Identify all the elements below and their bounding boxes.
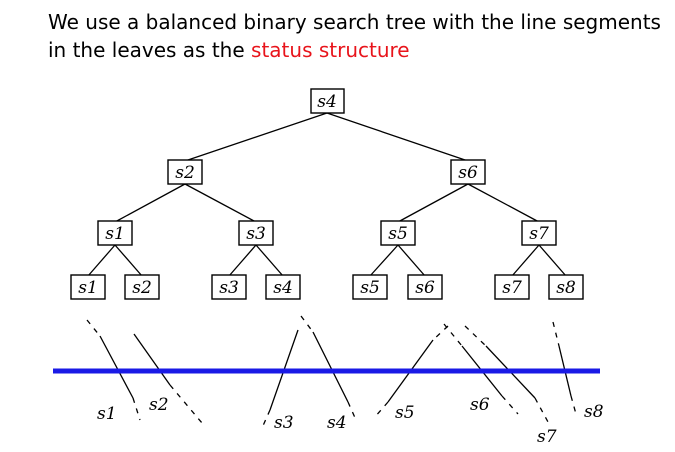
- svg-text:s2: s2: [175, 163, 195, 183]
- svg-text:s6: s6: [458, 163, 478, 183]
- tree-leaf: s3: [211, 274, 247, 300]
- tree-leaf: s2: [124, 274, 160, 300]
- leaf-label: s7: [502, 278, 522, 298]
- segment-s4: [312, 331, 349, 403]
- tree-leaf: s5: [352, 274, 388, 300]
- node-label: s4: [317, 92, 337, 112]
- node-label: s2: [175, 163, 195, 183]
- leaf-label: s8: [556, 278, 576, 298]
- tree-leaf: s8: [548, 274, 584, 300]
- tree-node-level1: s2: [167, 159, 203, 185]
- node-label: s3: [246, 224, 266, 244]
- segment-label-s7: s7: [537, 427, 557, 447]
- tree-node-level1: s6: [450, 159, 486, 185]
- node-label: s5: [388, 224, 408, 244]
- tree-node-level2: s3: [238, 220, 274, 246]
- leaf-label: s2: [132, 278, 152, 298]
- tree-node-level2: s1: [97, 220, 133, 246]
- tree-node-root: s4: [310, 88, 345, 114]
- tree-leaf: s6: [407, 274, 443, 300]
- leaf-label: s3: [219, 278, 239, 298]
- tree-node-level2: s7: [521, 220, 557, 246]
- segment-s2: [133, 333, 171, 386]
- leaf-label: s1: [78, 278, 98, 298]
- svg-text:s7: s7: [502, 278, 522, 298]
- svg-text:s6: s6: [415, 278, 435, 298]
- svg-text:s1: s1: [105, 224, 125, 244]
- svg-text:s4: s4: [317, 92, 337, 112]
- leaf-label: s5: [360, 278, 380, 298]
- segment-label-s6: s6: [470, 395, 490, 415]
- svg-text:s3: s3: [246, 224, 266, 244]
- leaf-label: s4: [273, 278, 293, 298]
- svg-text:s8: s8: [556, 278, 576, 298]
- tree-node-level2: s5: [380, 220, 416, 246]
- status-structure-term: status structure: [251, 38, 410, 62]
- segment-label-s8: s8: [584, 402, 604, 422]
- segment-s1: [99, 335, 134, 399]
- node-label: s6: [458, 163, 478, 183]
- heading-line-1: We use a balanced binary search tree wit…: [48, 10, 661, 34]
- leaf-label: s6: [415, 278, 435, 298]
- svg-text:s1: s1: [78, 278, 98, 298]
- heading-line-2: in the leaves as the status structure: [48, 36, 668, 64]
- segment-label-s3: s3: [274, 413, 294, 433]
- svg-text:s4: s4: [273, 278, 293, 298]
- node-label: s7: [529, 224, 549, 244]
- svg-text:s5: s5: [388, 224, 408, 244]
- tree-leaf: s4: [265, 274, 301, 300]
- tree-leaf: s1: [70, 274, 106, 300]
- svg-text:s7: s7: [529, 224, 549, 244]
- svg-text:s5: s5: [360, 278, 380, 298]
- slide-heading: We use a balanced binary search tree wit…: [48, 8, 668, 64]
- svg-text:s3: s3: [219, 278, 239, 298]
- heading-line-2-prefix: in the leaves as the: [48, 38, 252, 62]
- segment-label-s2: s2: [149, 395, 169, 415]
- segment-label-s4: s4: [327, 413, 347, 433]
- segment-label-s5: s5: [395, 403, 415, 423]
- tree-edges: [87, 112, 567, 277]
- segment-label-s1: s1: [97, 404, 117, 424]
- node-label: s1: [105, 224, 125, 244]
- svg-text:s2: s2: [132, 278, 152, 298]
- segment-s1-dashed: [86, 319, 101, 337]
- tree-leaf: s7: [494, 274, 530, 300]
